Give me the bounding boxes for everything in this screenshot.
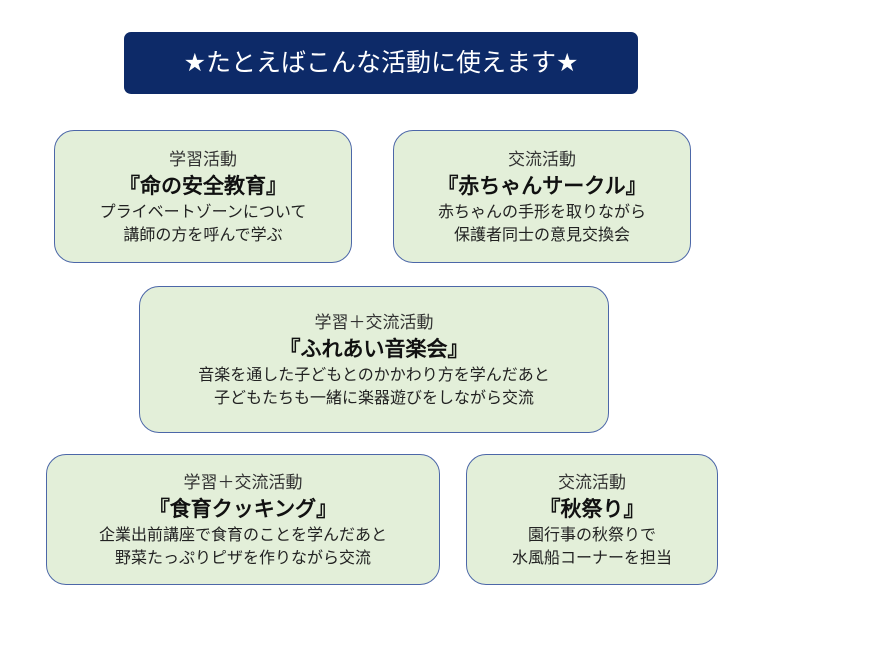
activity-description-line: 野菜たっぷりピザを作りながら交流 xyxy=(114,547,371,567)
activity-title: 『秋祭り』 xyxy=(539,496,645,521)
activity-examples-banner: ★たとえばこんな活動に使えます★ xyxy=(124,32,638,94)
activity-title: 『赤ちゃんサークル』 xyxy=(437,173,647,198)
activity-description-line: 音楽を通した子どもとのかかわり方を学んだあと xyxy=(198,364,550,384)
activity-description-line: 講師の方を呼んで学ぶ xyxy=(123,224,283,244)
activity-card-food-cooking: 学習＋交流活動 『食育クッキング』 企業出前講座で食育のことを学んだあと 野菜た… xyxy=(46,454,440,585)
activity-card-life-safety-education: 学習活動 『命の安全教育』 プライベートゾーンについて 講師の方を呼んで学ぶ xyxy=(54,130,352,263)
activity-description-line: 企業出前講座で食育のことを学んだあと xyxy=(98,524,387,544)
activity-description-line: 赤ちゃんの手形を取りながら xyxy=(437,201,646,221)
activity-description-line: 水風船コーナーを担当 xyxy=(511,547,672,567)
activity-description-line: 保護者同士の意見交換会 xyxy=(453,224,630,244)
activity-title: 『命の安全教育』 xyxy=(119,173,287,198)
activity-card-autumn-festival: 交流活動 『秋祭り』 園行事の秋祭りで 水風船コーナーを担当 xyxy=(466,454,718,585)
activity-card-baby-circle: 交流活動 『赤ちゃんサークル』 赤ちゃんの手形を取りながら 保護者同士の意見交換… xyxy=(393,130,691,263)
activity-title: 『ふれあい音楽会』 xyxy=(279,336,469,361)
activity-description-line: プライベートゾーンについて xyxy=(99,201,307,221)
activity-category: 交流活動 xyxy=(508,149,576,170)
activity-category: 学習＋交流活動 xyxy=(183,472,303,493)
activity-category: 学習＋交流活動 xyxy=(314,312,434,333)
activity-card-music-concert: 学習＋交流活動 『ふれあい音楽会』 音楽を通した子どもとのかかわり方を学んだあと… xyxy=(139,286,609,433)
activity-description-line: 園行事の秋祭りで xyxy=(527,524,656,544)
activity-title: 『食育クッキング』 xyxy=(148,496,338,521)
activity-description-line: 子どもたちも一緒に楽器遊びをしながら交流 xyxy=(213,387,534,407)
activity-category: 学習活動 xyxy=(169,149,237,170)
activity-category: 交流活動 xyxy=(558,472,626,493)
